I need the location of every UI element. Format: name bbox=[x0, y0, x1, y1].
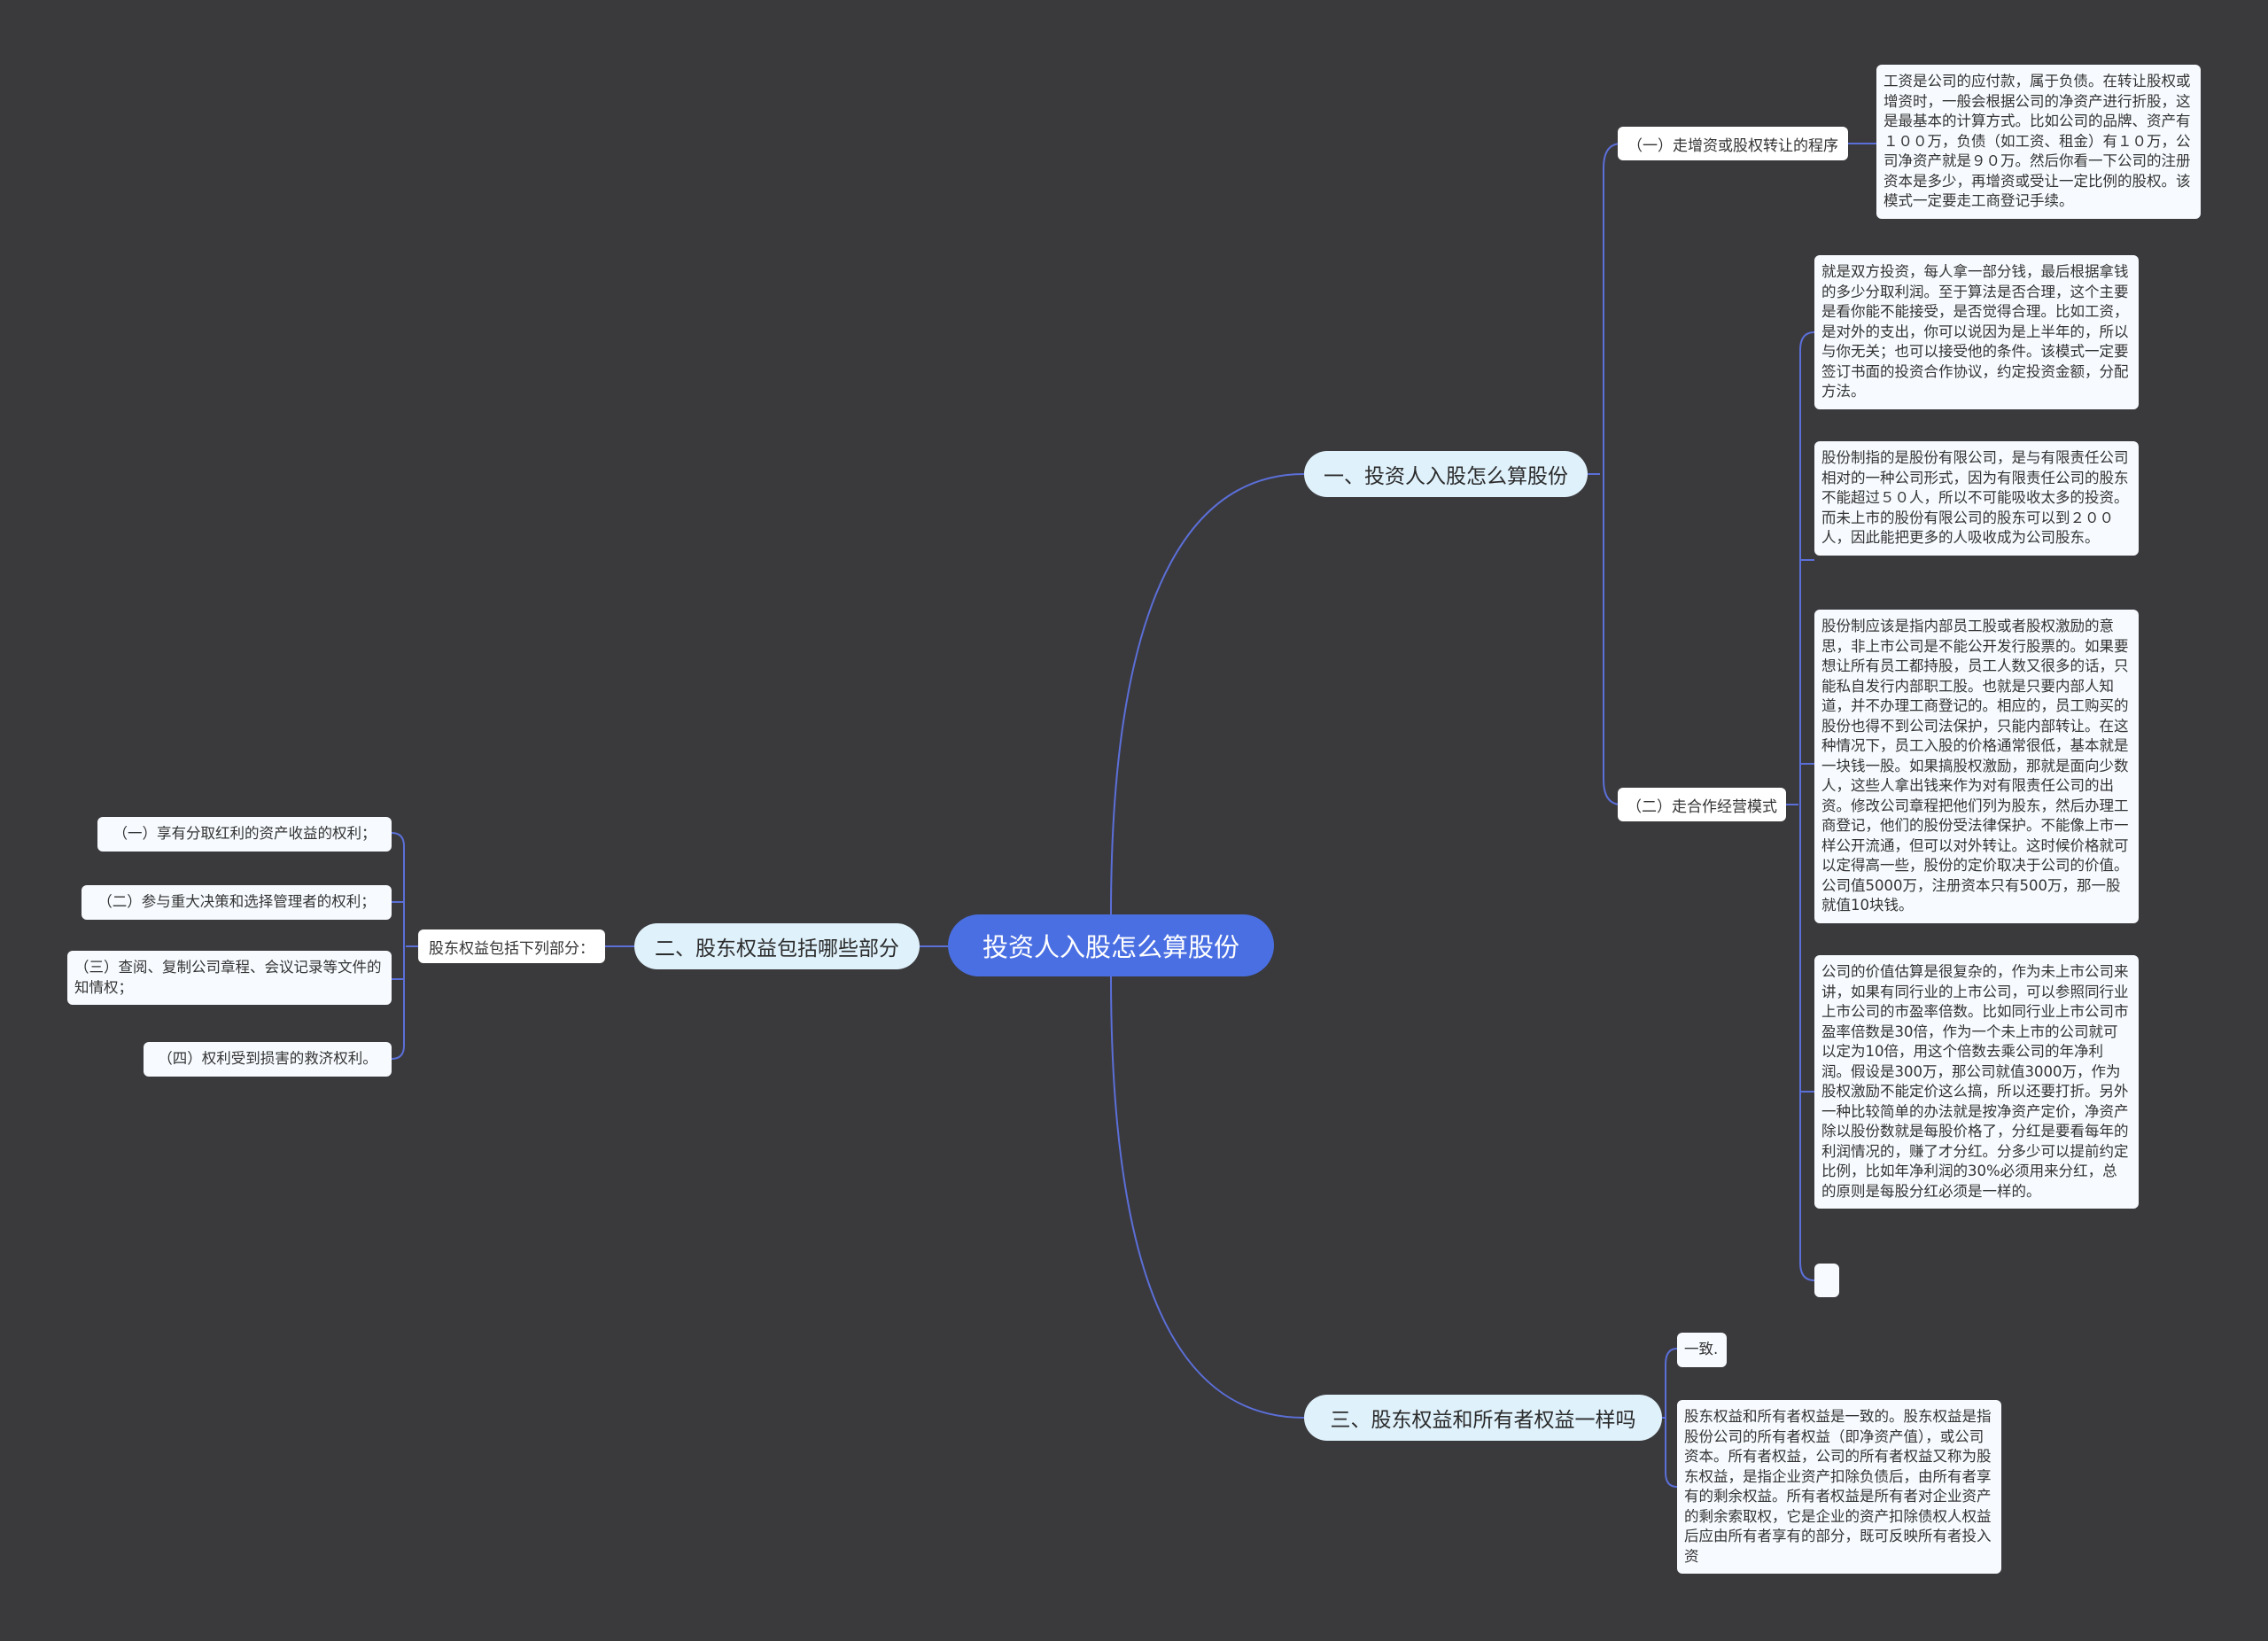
note-decision-right: （二）参与重大决策和选择管理者的权利； bbox=[82, 885, 392, 920]
sub-cooperative-mode[interactable]: （二）走合作经营模式 bbox=[1618, 788, 1786, 821]
sub-capital-increase[interactable]: （一）走增资或股权转让的程序 bbox=[1618, 127, 1848, 160]
branch-shareholder-rights[interactable]: 二、股东权益包括哪些部分 bbox=[634, 923, 920, 969]
branch-invest-shares[interactable]: 一、投资人入股怎么算股份 bbox=[1304, 451, 1588, 497]
note-information-right: （三）查阅、复制公司章程、会议记录等文件的知情权； bbox=[67, 951, 392, 1005]
link-sub2-bracket bbox=[1786, 331, 1815, 1281]
branch-equity-comparison[interactable]: 三、股东权益和所有者权益一样吗 bbox=[1304, 1395, 1662, 1441]
note-equity-explanation: 股东权益和所有者权益是一致的。股东权益是指股份公司的所有者权益（即净资产值），或… bbox=[1677, 1400, 2001, 1574]
link-leftsub-bracket bbox=[391, 832, 418, 1060]
note-joint-investment: 就是双方投资，每人拿一部分钱，最后根据拿钱的多少分取利润。至于算法是否合理，这个… bbox=[1814, 255, 2139, 409]
sub-rights-include[interactable]: 股东权益包括下列部分： bbox=[418, 929, 605, 963]
link-branch1-bracket bbox=[1588, 143, 1622, 805]
link-root-branch1 bbox=[1110, 473, 1305, 915]
link-root-branch3 bbox=[1110, 976, 1305, 1419]
note-consistent: 一致. bbox=[1677, 1333, 1727, 1367]
link-branch3-bracket bbox=[1662, 1348, 1678, 1488]
note-remedy-right: （四）权利受到损害的救济权利。 bbox=[144, 1042, 392, 1077]
note-company-valuation: 公司的价值估算是很复杂的，作为未上市公司来讲，如果有同行业的上市公司，可以参照同… bbox=[1814, 955, 2139, 1209]
note-joint-stock-company: 股份制指的是股份有限公司，是与有限责任公司相对的一种公司形式，因为有限责任公司的… bbox=[1814, 441, 2139, 556]
note-dividend-right: （一）享有分取红利的资产收益的权利； bbox=[97, 817, 392, 852]
note-empty bbox=[1814, 1264, 1839, 1297]
note-capital-increase: 工资是公司的应付款，属于负债。在转让股权或增资时，一般会根据公司的净资产进行折股… bbox=[1876, 65, 2201, 219]
root-topic[interactable]: 投资人入股怎么算股份 bbox=[948, 914, 1274, 976]
note-employee-shares: 股份制应该是指内部员工股或者股权激励的意思，非上市公司是不能公开发行股票的。如果… bbox=[1814, 610, 2139, 923]
